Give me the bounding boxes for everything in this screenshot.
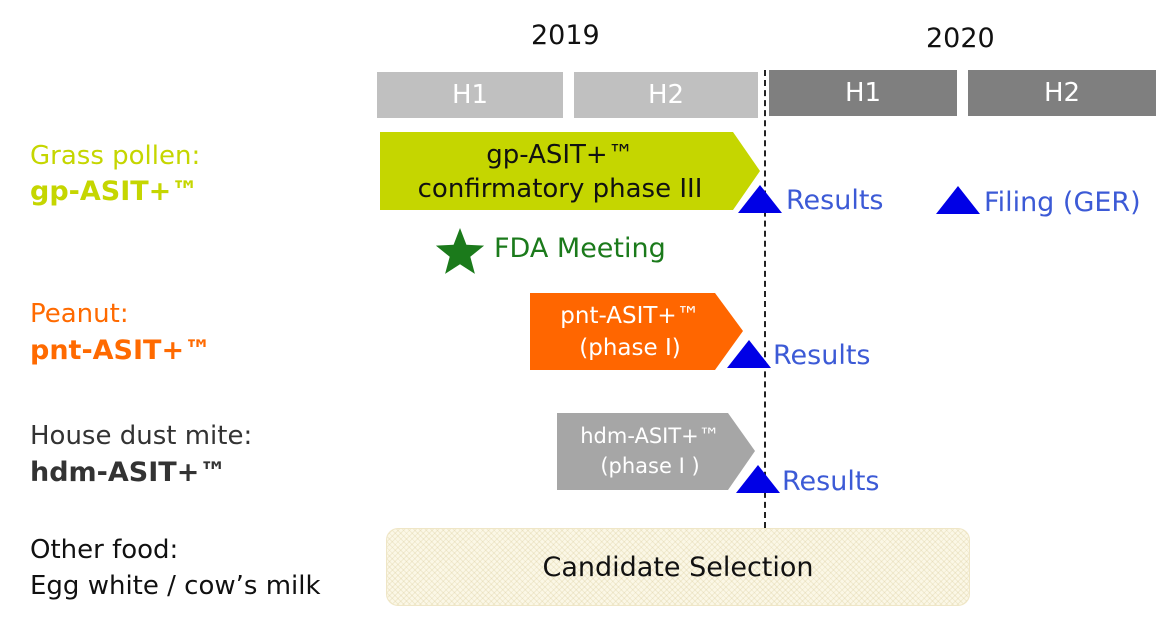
year-2019-label: 2019	[531, 20, 600, 51]
peanut-label: Peanut:	[30, 299, 129, 329]
filing-label: Filing (GER)	[984, 187, 1141, 218]
hdm-code: hdm-ASIT+™	[30, 457, 227, 488]
candidate-selection-box: Candidate Selection	[386, 528, 970, 606]
hdm-label: House dust mite:	[30, 421, 253, 451]
hdm-results-label: Results	[782, 466, 880, 497]
year-2020-label: 2020	[926, 23, 995, 54]
other-food-detail: Egg white / cow’s milk	[30, 571, 321, 601]
grass-bar-line1: gp-ASIT+™	[486, 140, 634, 170]
grass-bar-line2: confirmatory phase III	[417, 174, 703, 204]
peanut-code: pnt-ASIT+™	[30, 335, 212, 366]
filing-triangle	[936, 186, 980, 214]
peanut-bar-label: pnt-ASIT+™ (phase I)	[530, 295, 730, 369]
peanut-phase1-bar	[530, 293, 743, 370]
grass-results-label: Results	[786, 185, 884, 216]
half-2020-h2: H2	[968, 70, 1156, 116]
fda-meeting-label: FDA Meeting	[494, 233, 666, 264]
other-food-label: Other food:	[30, 535, 179, 565]
fda-meeting-star	[435, 228, 485, 274]
current-date-line	[764, 70, 766, 528]
peanut-bar-line2: (phase I)	[579, 335, 681, 361]
candidate-selection-label: Candidate Selection	[542, 551, 814, 583]
grass-pollen-code: gp-ASIT+™	[30, 176, 199, 207]
peanut-bar-line1: pnt-ASIT+™	[560, 303, 700, 329]
peanut-results-triangle	[727, 340, 771, 368]
half-2019-h2: H2	[574, 72, 758, 118]
grass-phase3-bar	[380, 132, 760, 210]
hdm-bar-line2: (phase I )	[600, 454, 700, 478]
grass-results-triangle	[738, 185, 782, 213]
hdm-bar-label: hdm-ASIT+™ (phase I )	[557, 414, 743, 488]
hdm-results-triangle	[736, 465, 780, 493]
hdm-bar-line1: hdm-ASIT+™	[580, 424, 720, 448]
grass-bar-label: gp-ASIT+™ confirmatory phase III	[380, 134, 740, 210]
hdm-phase1-bar	[557, 413, 755, 490]
peanut-results-label: Results	[773, 340, 871, 371]
grass-pollen-label: Grass pollen:	[30, 141, 201, 171]
half-2019-h1: H1	[377, 72, 563, 118]
half-2020-h1: H1	[769, 70, 957, 116]
